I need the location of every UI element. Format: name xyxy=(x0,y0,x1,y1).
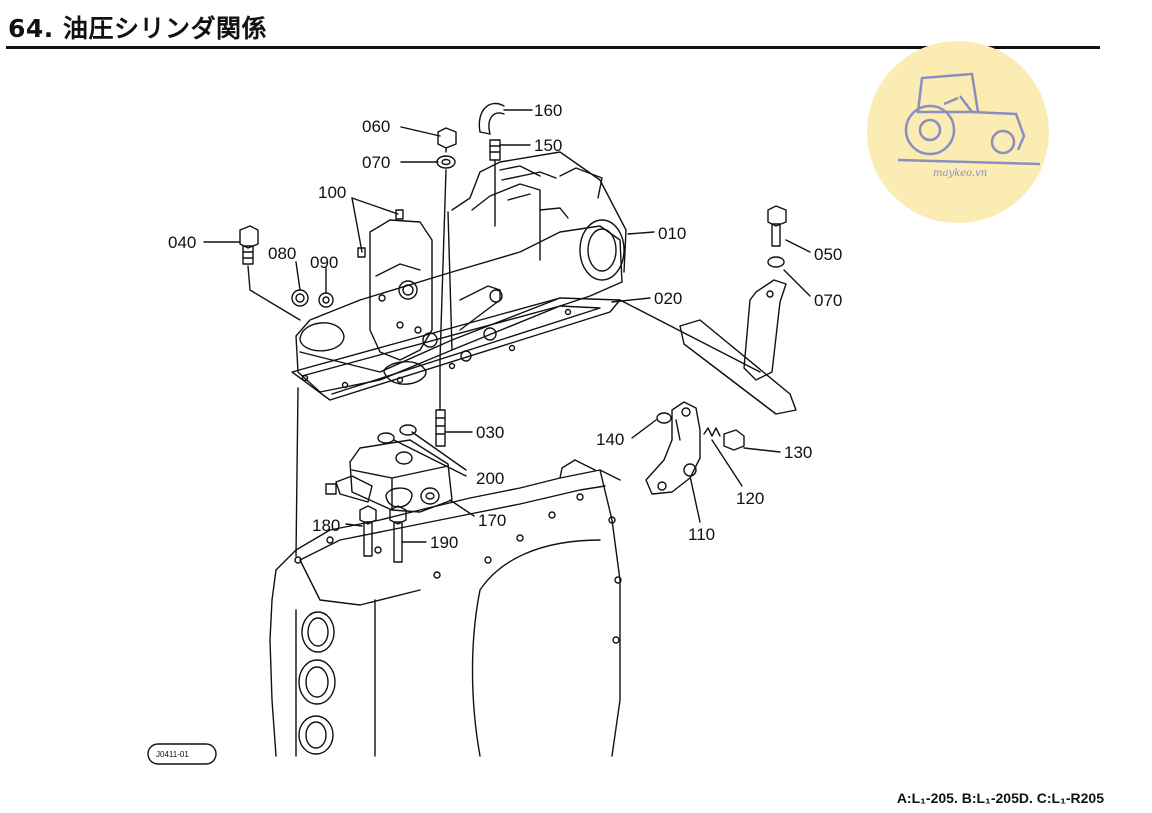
callout-040: 040 xyxy=(168,233,196,252)
drawing-code-badge xyxy=(147,743,217,765)
callout-170: 170 xyxy=(478,511,506,530)
callout-030: 030 xyxy=(476,423,504,442)
callout-200: 200 xyxy=(476,469,504,488)
callout-120: 120 xyxy=(736,489,764,508)
callout-190: 190 xyxy=(430,533,458,552)
bolt-050 xyxy=(767,205,787,247)
bracket-arm xyxy=(619,279,797,415)
callout-070-right: 070 xyxy=(814,291,842,310)
callout-050: 050 xyxy=(814,245,842,264)
leader-lines xyxy=(203,109,811,543)
adapter-150 xyxy=(489,139,501,227)
plug-080 xyxy=(291,289,309,307)
washer-140 xyxy=(656,412,672,424)
callout-080: 080 xyxy=(268,244,296,263)
cylinder-case-010 xyxy=(295,151,627,393)
callout-labels: 160 150 060 070 100 040 080 090 010 020 … xyxy=(156,101,842,759)
stud-030 xyxy=(435,409,446,447)
bolt-180 xyxy=(359,505,377,557)
callout-160: 160 xyxy=(534,101,562,120)
valve-block-170 xyxy=(325,439,453,513)
nut-060 xyxy=(437,127,457,153)
page-title: 64. 油圧シリンダ関係 xyxy=(8,14,267,43)
callout-130: 130 xyxy=(784,443,812,462)
callout-100: 100 xyxy=(318,183,346,202)
callout-180: 180 xyxy=(312,516,340,535)
spring-120 xyxy=(703,427,721,437)
washer-090 xyxy=(318,292,334,308)
title-rule xyxy=(6,46,1100,49)
bolt-130 xyxy=(723,429,745,451)
bolt-040 xyxy=(239,225,301,321)
drawing-code: J0411-01 xyxy=(156,750,189,759)
hose-fitting-160 xyxy=(478,102,505,135)
transmission-case xyxy=(269,459,622,757)
tractor-icon xyxy=(897,72,1041,166)
watermark-text: maykeo.vn xyxy=(933,168,987,179)
lift-arm-bracket-110 xyxy=(645,401,701,495)
callout-020: 020 xyxy=(654,289,682,308)
bleed-screws-100 xyxy=(357,209,404,258)
callout-060: 060 xyxy=(362,117,390,136)
alignment-line-left xyxy=(295,387,299,557)
callout-140: 140 xyxy=(596,430,624,449)
callout-090: 090 xyxy=(310,253,338,272)
watermark-logo: maykeo.vn xyxy=(867,41,1049,223)
callout-150: 150 xyxy=(534,136,562,155)
washer-070-right xyxy=(767,256,785,268)
callout-070-top: 070 xyxy=(362,153,390,172)
model-applicability-note: A:L₁-205. B:L₁-205D. C:L₁-R205 xyxy=(896,790,1104,806)
o-rings-200 xyxy=(377,424,417,444)
callout-010: 010 xyxy=(658,224,686,243)
callout-110: 110 xyxy=(688,525,715,544)
